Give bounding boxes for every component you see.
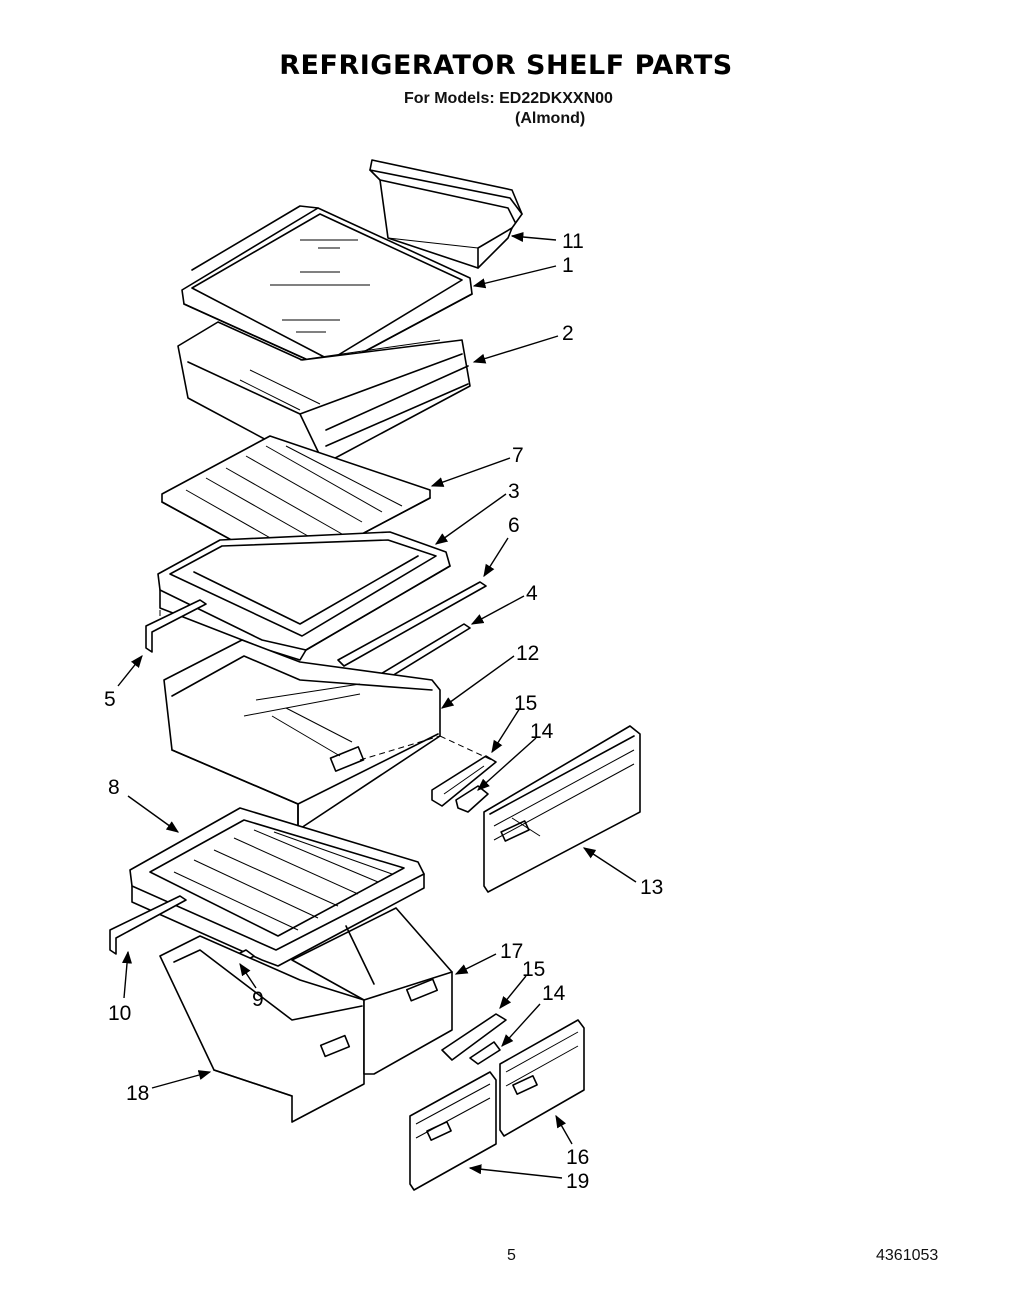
page-number: 5 bbox=[507, 1247, 516, 1264]
callout-13: 13 bbox=[640, 876, 663, 899]
part-1-glass-shelf bbox=[181, 205, 473, 371]
part-14-pan-slide-top bbox=[455, 785, 489, 813]
callout-8: 8 bbox=[108, 776, 120, 799]
callout-16: 16 bbox=[566, 1146, 589, 1169]
part-10-rail bbox=[109, 895, 187, 955]
callout-19: 19 bbox=[566, 1170, 589, 1193]
callout-11: 11 bbox=[562, 230, 584, 253]
callout-2: 2 bbox=[562, 322, 574, 345]
callout-6: 6 bbox=[508, 514, 520, 537]
callout-18: 18 bbox=[126, 1082, 149, 1105]
part-11-bin bbox=[369, 159, 523, 269]
part-18-left-bin bbox=[159, 935, 365, 1123]
part-12-meat-pan bbox=[163, 639, 441, 831]
part-8-lower-shelf bbox=[129, 807, 425, 967]
part-6-rail bbox=[337, 581, 487, 667]
part-13-meat-pan-front bbox=[483, 725, 641, 893]
callout-14-bottom: 14 bbox=[542, 982, 566, 1005]
part-19-left-bin-front bbox=[409, 1071, 497, 1191]
callout-7: 7 bbox=[512, 444, 524, 467]
callout-15-bottom: 15 bbox=[522, 958, 545, 981]
callout-14-top: 14 bbox=[530, 720, 554, 743]
part-15-pan-slide-top bbox=[431, 755, 497, 807]
callout-15-top: 15 bbox=[514, 692, 537, 715]
part-5-rail bbox=[145, 599, 207, 653]
callout-12: 12 bbox=[516, 642, 539, 665]
color-variant: (Almond) bbox=[515, 110, 586, 127]
models-label: For Models: ED22DKXXN00 bbox=[404, 90, 613, 107]
leader-lines bbox=[117, 232, 637, 1179]
callout-4: 4 bbox=[526, 582, 538, 605]
document-number: 4361053 bbox=[876, 1247, 939, 1264]
callout-5: 5 bbox=[104, 688, 116, 711]
callout-9: 9 bbox=[252, 988, 264, 1011]
callout-1: 1 bbox=[562, 254, 574, 277]
callout-17: 17 bbox=[500, 940, 523, 963]
page-title: REFRIGERATOR SHELF PARTS bbox=[279, 50, 733, 81]
callout-10: 10 bbox=[108, 1002, 131, 1025]
part-2-crisper-drawer bbox=[177, 321, 471, 465]
part-17-right-bin bbox=[291, 907, 453, 1075]
part-16-right-bin-front bbox=[499, 1019, 585, 1137]
part-14-pan-slide-bottom bbox=[469, 1041, 501, 1065]
part-3-cover-frame bbox=[157, 531, 451, 661]
callout-labels: 11 1 2 7 3 6 4 5 12 15 14 13 8 10 9 17 1… bbox=[104, 230, 663, 1193]
part-15-pan-slide-bottom bbox=[441, 1013, 507, 1061]
callout-3: 3 bbox=[508, 480, 520, 503]
